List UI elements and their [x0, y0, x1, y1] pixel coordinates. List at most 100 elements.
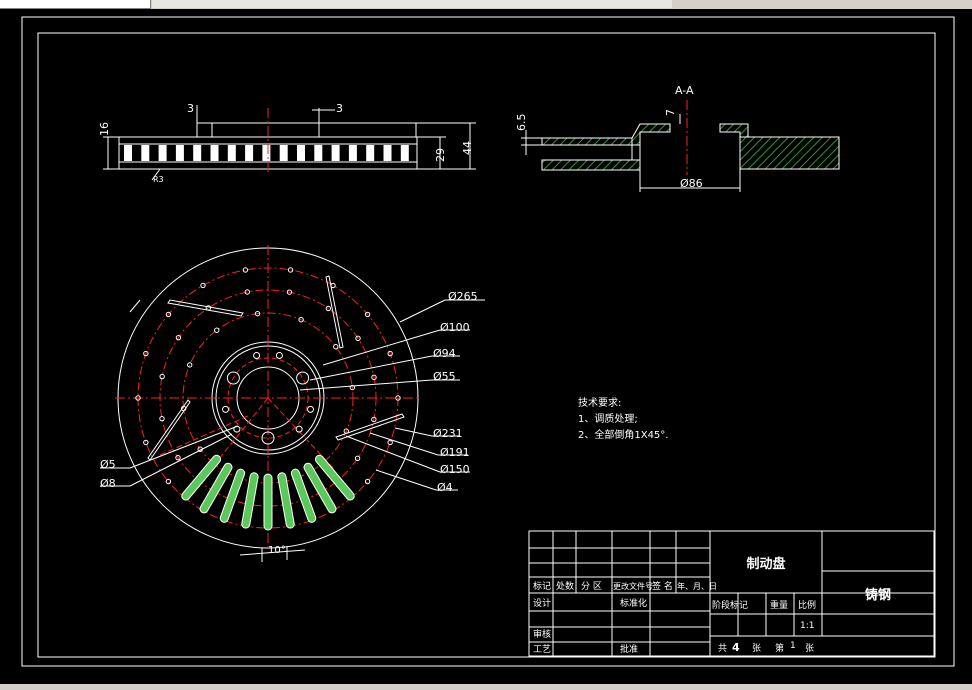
vent-slot	[314, 145, 323, 161]
vent-slot	[297, 145, 305, 161]
hub-bolt-hole	[296, 371, 310, 385]
tb-total: 共	[718, 643, 727, 654]
vent-slot	[210, 145, 219, 161]
plan-view	[100, 245, 485, 562]
hub-small-hole	[253, 351, 261, 359]
ring-hole	[371, 416, 377, 423]
ring-hole	[175, 454, 181, 461]
hub-small-hole	[307, 405, 315, 413]
tb-stage-mark: 阶段标记	[712, 599, 748, 611]
dim-7-label: 7	[664, 109, 677, 116]
tb-date: 年、月、日	[677, 581, 717, 591]
section-view	[521, 100, 840, 192]
ring-hole	[254, 310, 261, 317]
dim-d5-label: Ø5	[100, 458, 116, 471]
ring-hole	[244, 289, 251, 295]
vent-slot	[366, 145, 375, 161]
ring-hole	[242, 267, 249, 273]
vent-slot	[141, 145, 150, 161]
vent-slot	[158, 145, 167, 161]
ring-hole	[286, 289, 293, 295]
dim-d94-label: Ø94	[433, 347, 456, 360]
cooling-slot	[278, 473, 294, 528]
dim-angle-label: 10°	[268, 545, 286, 556]
ring-hole	[333, 344, 339, 350]
tb-sign: 签 名	[652, 580, 673, 592]
cooling-slot	[315, 455, 354, 500]
toolbar-strip	[152, 0, 672, 8]
ring-hole	[135, 395, 141, 401]
tb-total-count: 4	[732, 641, 740, 654]
cooling-slot	[182, 455, 221, 500]
notes-heading: 技术要求:	[578, 396, 621, 409]
section-title: A-A	[675, 84, 694, 97]
tb-number: 第	[775, 642, 784, 654]
tb-sheets-2: 张	[805, 643, 814, 654]
dim-6-5-label: 6.5	[515, 114, 528, 132]
dim-d231-label: Ø231	[433, 427, 463, 440]
ring-hole	[143, 439, 149, 446]
tb-sheet-no: 1	[790, 641, 796, 651]
ring-hole	[165, 311, 172, 318]
tb-process: 工艺	[533, 644, 551, 655]
window-bottom-bar	[0, 684, 972, 690]
dim-d8-label: Ø8	[100, 477, 116, 490]
tb-zone: 分 区	[581, 581, 602, 592]
dim-d4-label: Ø4	[437, 481, 453, 494]
dim-16-label: 16	[98, 122, 111, 136]
tb-count: 处数	[556, 580, 574, 592]
ring-hole	[287, 267, 294, 273]
hub-small-hole	[221, 405, 229, 413]
ring-hole	[325, 305, 332, 312]
cooling-slot	[291, 469, 316, 522]
vent-slot	[175, 145, 184, 161]
vent-slot	[124, 145, 132, 161]
dim-d55-label: Ø55	[433, 370, 456, 383]
tb-scale: 1:1	[800, 621, 814, 631]
tb-doc-no: 更改文件号	[613, 581, 653, 591]
ring-hole	[159, 373, 165, 380]
title-block	[528, 530, 935, 657]
window-top-bar	[0, 0, 972, 9]
ring-hole	[159, 415, 165, 422]
cooling-slot	[304, 463, 336, 513]
tb-standardize: 标准化	[620, 597, 647, 609]
ring-hole	[200, 282, 206, 289]
dim-44-label: 44	[461, 141, 474, 155]
notes-line-2: 2、全部倒角1X45°.	[578, 428, 668, 441]
hub-small-hole	[295, 425, 303, 433]
vent-slot	[400, 145, 409, 161]
ring-hole	[165, 478, 172, 485]
dim-d265-label: Ø265	[448, 290, 478, 303]
dim-corner-label: R3	[153, 175, 164, 184]
ring-hole	[387, 439, 393, 446]
tb-approve: 批准	[620, 643, 638, 655]
tb-weight: 重量	[770, 599, 788, 611]
dim-29-label: 29	[434, 148, 447, 162]
tb-scale-label: 比例	[798, 599, 816, 611]
document-tab[interactable]	[0, 0, 151, 9]
dim-d100-label: Ø100	[440, 321, 470, 334]
dim-d150-label: Ø150	[440, 463, 470, 476]
tb-design: 设计	[533, 597, 551, 609]
part-name: 制动盘	[746, 556, 785, 572]
vent-slot	[331, 145, 340, 161]
notes-line-1: 1、调质处理;	[578, 413, 638, 425]
dim-3-left-label: 3	[187, 102, 194, 115]
tb-review: 审核	[533, 628, 551, 640]
ring-hole	[395, 395, 401, 401]
tb-sheets: 张	[752, 643, 761, 654]
ring-hole	[349, 384, 356, 391]
ring-hole	[364, 478, 371, 485]
ring-hole	[298, 317, 304, 323]
vent-slot	[348, 145, 357, 161]
cooling-slot	[200, 463, 232, 513]
ring-hole	[371, 374, 377, 381]
vent-slot	[193, 145, 202, 161]
vent-slot	[245, 145, 254, 161]
dim-86-label: Ø86	[680, 177, 703, 190]
vent-slot	[227, 145, 236, 161]
ring-hole	[187, 362, 193, 368]
hub-small-hole	[275, 351, 283, 359]
